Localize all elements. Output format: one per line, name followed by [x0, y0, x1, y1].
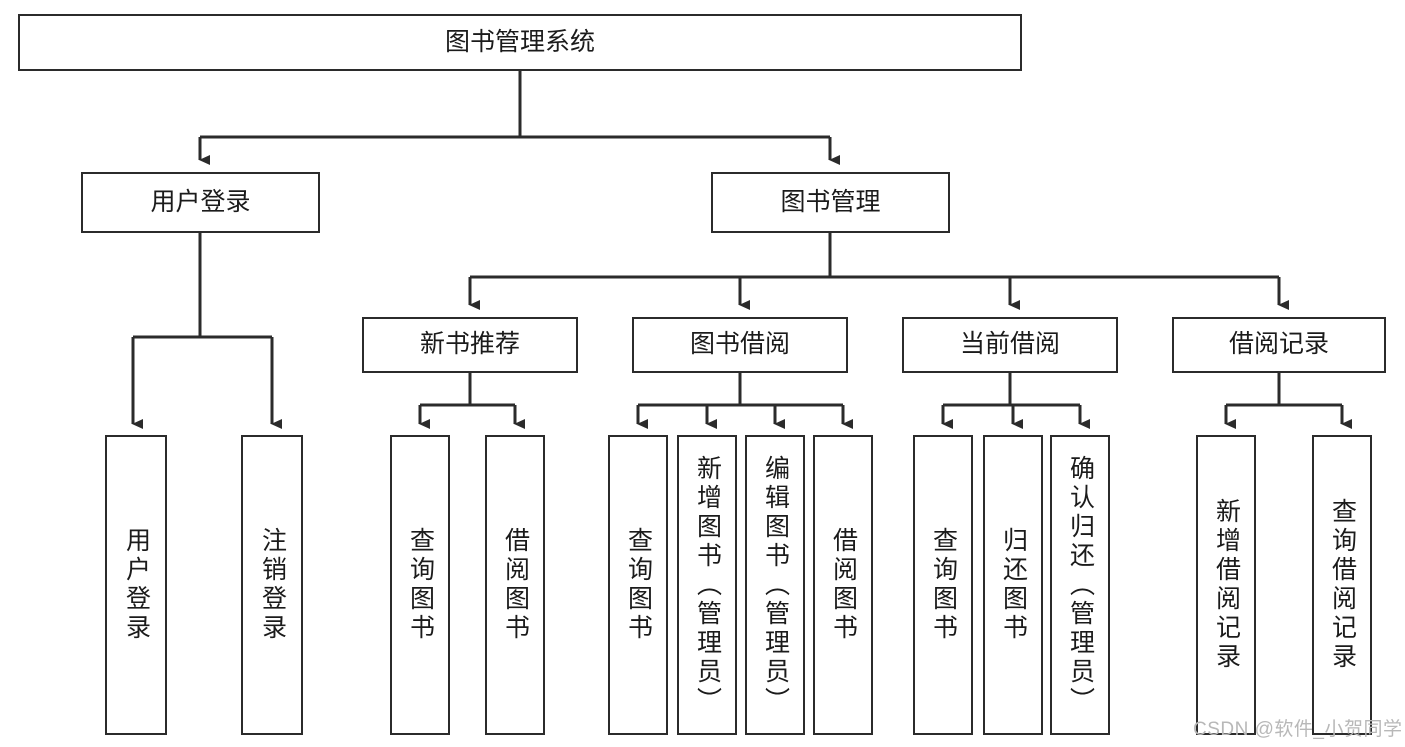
- leaf-add-book-admin[interactable]: 新增图书（管理员）: [677, 435, 737, 735]
- node-root-label: 图书管理系统: [444, 27, 595, 56]
- leaf-query-book-borrow-label: 查询图书: [624, 527, 653, 643]
- leaf-query-book-borrow[interactable]: 查询图书: [608, 435, 668, 735]
- node-borrow-record[interactable]: 借阅记录: [1172, 317, 1386, 373]
- node-book-borrow[interactable]: 图书借阅: [632, 317, 848, 373]
- leaf-query-book-recommend-label: 查询图书: [406, 527, 435, 643]
- leaf-query-borrow-record-label: 查询借阅记录: [1328, 498, 1357, 672]
- leaf-query-borrow-record[interactable]: 查询借阅记录: [1312, 435, 1372, 735]
- leaf-edit-book-admin-label: 编辑图书（管理员）: [761, 454, 790, 716]
- csdn-watermark: CSDN @软件_小贺同学: [1193, 719, 1403, 740]
- node-book-management[interactable]: 图书管理: [711, 172, 950, 233]
- leaf-add-borrow-record[interactable]: 新增借阅记录: [1196, 435, 1256, 735]
- leaf-borrow-book[interactable]: 借阅图书: [813, 435, 873, 735]
- node-root[interactable]: 图书管理系统: [18, 14, 1022, 71]
- node-book-borrow-label: 图书借阅: [689, 330, 790, 359]
- node-new-book-recommend[interactable]: 新书推荐: [362, 317, 578, 373]
- leaf-user-login-label: 用户登录: [122, 527, 151, 643]
- leaf-borrow-book-label: 借阅图书: [829, 527, 858, 643]
- leaf-return-book[interactable]: 归还图书: [983, 435, 1043, 735]
- node-borrow-record-label: 借阅记录: [1228, 330, 1329, 359]
- leaf-query-book-recommend[interactable]: 查询图书: [390, 435, 450, 735]
- leaf-confirm-return-admin-label: 确认归还（管理员）: [1066, 454, 1095, 716]
- leaf-borrow-book-recommend[interactable]: 借阅图书: [485, 435, 545, 735]
- leaf-confirm-return-admin[interactable]: 确认归还（管理员）: [1050, 435, 1110, 735]
- leaf-add-borrow-record-label: 新增借阅记录: [1212, 498, 1241, 672]
- leaf-user-logout-label: 注销登录: [258, 527, 287, 643]
- leaf-borrow-book-recommend-label: 借阅图书: [501, 527, 530, 643]
- leaf-query-book-current-label: 查询图书: [929, 527, 958, 643]
- leaf-query-book-current[interactable]: 查询图书: [913, 435, 973, 735]
- node-user-login-label: 用户登录: [150, 187, 251, 216]
- leaf-user-login[interactable]: 用户登录: [105, 435, 167, 735]
- leaf-add-book-admin-label: 新增图书（管理员）: [693, 454, 722, 716]
- node-user-login[interactable]: 用户登录: [81, 172, 320, 233]
- node-new-book-recommend-label: 新书推荐: [419, 330, 520, 359]
- leaf-user-logout[interactable]: 注销登录: [241, 435, 303, 735]
- node-current-borrow-label: 当前借阅: [959, 330, 1060, 359]
- leaf-return-book-label: 归还图书: [999, 527, 1028, 643]
- node-book-management-label: 图书管理: [780, 187, 881, 216]
- leaf-edit-book-admin[interactable]: 编辑图书（管理员）: [745, 435, 805, 735]
- node-current-borrow[interactable]: 当前借阅: [902, 317, 1118, 373]
